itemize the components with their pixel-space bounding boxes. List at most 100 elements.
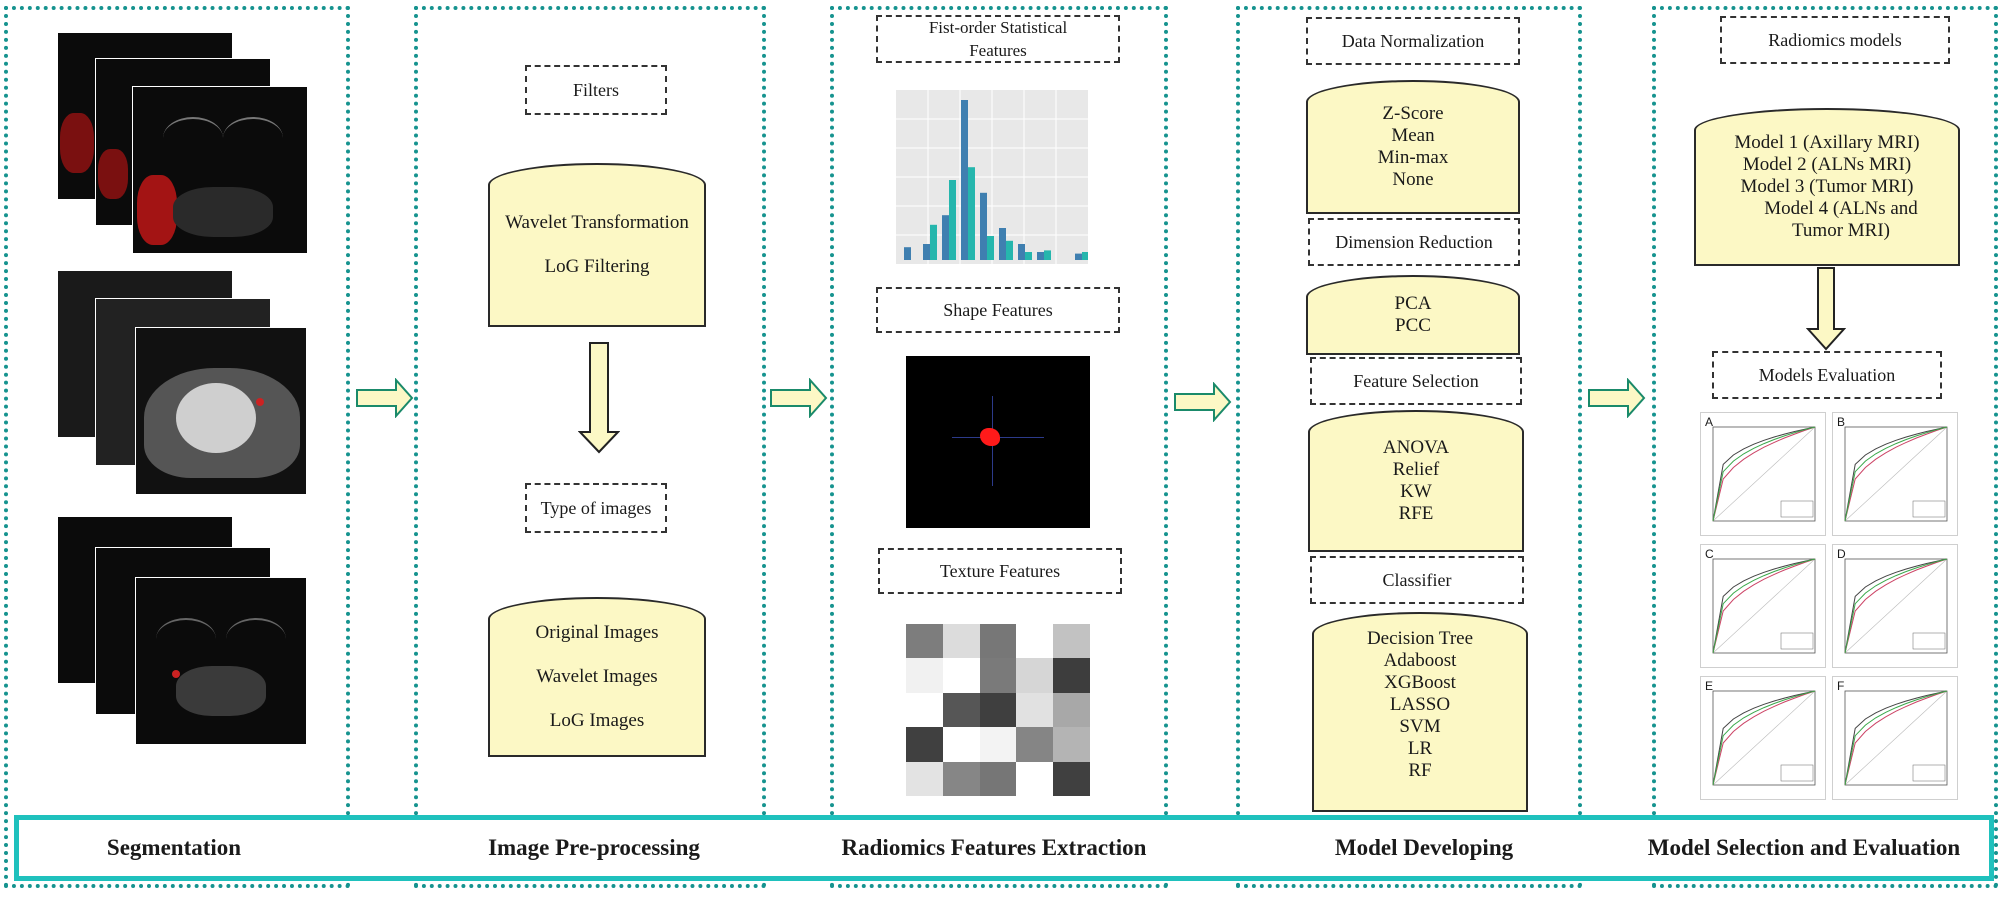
histogram-bar	[1075, 253, 1082, 260]
roc-test-curve	[1844, 558, 1948, 654]
texture-cell	[906, 727, 944, 763]
norm-mean: Mean	[1391, 125, 1435, 146]
roc-test-curve	[1844, 426, 1948, 522]
roc-training-curve	[1844, 558, 1948, 654]
fs-relief: Relief	[1392, 459, 1440, 480]
texture-cell	[906, 761, 944, 797]
histogram-bar	[1082, 252, 1088, 260]
stage-label-band: Segmentation Image Pre-processing Radiom…	[14, 815, 1994, 881]
clf-adaboost: Adaboost	[1383, 650, 1457, 671]
roc-legend	[1780, 500, 1814, 518]
roc-validation-curve	[1844, 558, 1948, 654]
stage-label-segmentation: Segmentation	[106, 835, 242, 860]
texture-cell	[942, 727, 981, 763]
down-arrow-icon	[1806, 267, 1846, 351]
roc-training-curve	[1844, 690, 1948, 786]
texture-cell	[1016, 624, 1054, 659]
roc-training-curve	[1712, 690, 1816, 786]
texture-cell	[1053, 658, 1091, 694]
clf-rf: RF	[1408, 760, 1432, 781]
texture-cell	[906, 624, 944, 659]
model-3: Model 3 (Tumor MRI)	[1740, 176, 1914, 197]
texture-cell	[979, 761, 1017, 797]
extraction-panel	[830, 6, 1168, 888]
roc-diagonal	[1712, 426, 1816, 522]
type-of-images-box: Type of images	[525, 483, 667, 533]
roc-legend	[1912, 500, 1946, 518]
histogram-bar	[1006, 240, 1013, 260]
method-wavelet: Wavelet Transformation	[505, 212, 689, 233]
segmentation-panel	[4, 6, 350, 888]
roc-test-curve	[1844, 690, 1948, 786]
texture-cell	[942, 624, 981, 659]
clf-lasso: LASSO	[1389, 694, 1451, 715]
selection-panel	[1652, 6, 1998, 888]
model-2: Model 2 (ALNs MRI)	[1742, 154, 1912, 175]
reduction-methods-box: PCA PCC	[1306, 275, 1520, 355]
preprocessing-panel	[414, 6, 766, 888]
texture-cell	[1053, 727, 1091, 763]
histogram-bar	[987, 236, 994, 260]
roc-panel: D	[1832, 544, 1958, 668]
image-type-log: LoG Images	[549, 710, 645, 731]
filter-methods-box: Wavelet Transformation LoG Filtering	[488, 163, 706, 327]
texture-cell	[1016, 727, 1054, 763]
texture-cell	[1053, 692, 1091, 728]
roc-test-curve	[1712, 426, 1816, 522]
roc-training-curve	[1712, 558, 1816, 654]
histogram-bar	[930, 224, 937, 260]
roc-panel: C	[1700, 544, 1826, 668]
texture-cell	[979, 658, 1017, 694]
data-normalization-box: Data Normalization	[1306, 17, 1520, 65]
fs-rfe: RFE	[1398, 503, 1434, 524]
fs-anova: ANOVA	[1382, 437, 1450, 458]
histogram-bar	[1044, 250, 1051, 260]
texture-cell	[942, 761, 981, 797]
texture-cell	[906, 692, 944, 728]
clf-lr: LR	[1407, 738, 1433, 759]
roc-curve-plot	[1712, 690, 1816, 786]
norm-zscore: Z-Score	[1382, 103, 1444, 124]
histogram-chart	[896, 90, 1088, 264]
reduction-pca: PCA	[1394, 293, 1432, 314]
histogram-bar	[980, 192, 987, 260]
filters-box: Filters	[525, 65, 667, 115]
stage-label-selection: Model Selection and Evaluation	[1647, 835, 1961, 860]
roc-frame	[1844, 690, 1948, 786]
roc-frame	[1844, 426, 1948, 522]
roc-training-curve	[1844, 426, 1948, 522]
texture-cell	[1053, 761, 1091, 797]
norm-minmax: Min-max	[1377, 147, 1449, 168]
roc-diagonal	[1712, 690, 1816, 786]
histogram-bar	[999, 228, 1006, 260]
histogram-bar	[904, 247, 911, 260]
right-arrow-icon	[770, 378, 828, 418]
roc-panel: F	[1832, 676, 1958, 800]
roc-validation-curve	[1712, 426, 1816, 522]
models-evaluation-box: Models Evaluation	[1712, 351, 1942, 399]
models-list-box: Model 1 (Axillary MRI) Model 2 (ALNs MRI…	[1694, 108, 1960, 266]
roc-legend	[1912, 632, 1946, 650]
roc-panel-label: A	[1705, 415, 1714, 429]
histogram-bar	[961, 100, 968, 260]
roc-panel: A	[1700, 412, 1826, 536]
model-4: Model 4 (ALNs and	[1764, 198, 1918, 219]
roc-panel-label: B	[1837, 415, 1846, 429]
roc-curve-plot	[1844, 690, 1948, 786]
histogram-bar	[1025, 252, 1032, 260]
right-arrow-icon	[1174, 382, 1232, 422]
model-4-cont: Tumor MRI)	[1791, 220, 1890, 241]
roc-curve-plot	[1712, 426, 1816, 522]
roc-panel: E	[1700, 676, 1826, 800]
roc-curve-plot	[1712, 558, 1816, 654]
normalization-methods-box: Z-Score Mean Min-max None	[1306, 80, 1520, 214]
roc-legend	[1780, 632, 1814, 650]
classifiers-box: Decision Tree Adaboost XGBoost LASSO SVM…	[1312, 612, 1528, 812]
texture-cell	[979, 727, 1017, 763]
texture-cell	[942, 692, 981, 728]
texture-grid	[906, 624, 1091, 797]
roc-diagonal	[1844, 558, 1948, 654]
roc-legend	[1912, 764, 1946, 782]
dimension-reduction-box: Dimension Reduction	[1308, 218, 1520, 266]
